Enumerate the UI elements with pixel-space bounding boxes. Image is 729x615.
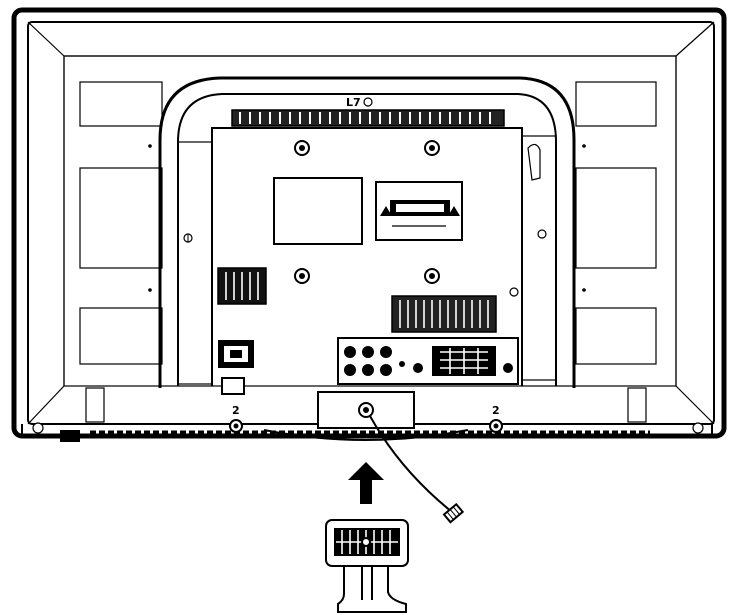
side-connector-block <box>217 267 267 305</box>
left-foot-block <box>85 387 105 423</box>
tv-bevel-inner <box>63 55 677 387</box>
left-side-bracket <box>177 141 213 385</box>
stand-neck-mount: 2 2 <box>229 391 503 441</box>
power-socket <box>218 340 254 368</box>
bottom-left-screw-icon <box>32 422 44 434</box>
power-switch <box>221 377 245 395</box>
right-bracket-screw-icon <box>537 229 547 239</box>
vga-port <box>432 346 496 376</box>
neck-base-curve <box>263 429 469 441</box>
warning-triangle-icon <box>380 206 392 216</box>
blank-label-area <box>273 177 363 245</box>
stand-assembly <box>325 519 409 613</box>
right-side-bracket <box>509 135 557 381</box>
av-jack-icon <box>362 346 374 358</box>
top-marker-label: L7 <box>346 96 361 109</box>
top-screw-icon <box>363 97 373 107</box>
av-jack-icon <box>380 346 392 358</box>
av-jack-icon <box>344 364 356 376</box>
warning-triangle-icon <box>448 206 460 216</box>
bottom-right-screw-icon <box>692 422 704 434</box>
central-housing: L7 <box>158 76 576 395</box>
scart-connector-strip <box>391 295 497 333</box>
av-jack-icon <box>503 363 513 373</box>
warning-label-plate <box>375 181 463 241</box>
screw-marker-left-label: 2 <box>232 404 240 417</box>
screw-with-cable <box>369 415 465 524</box>
tv-back-panel <box>11 7 727 442</box>
vesa-mount-screws <box>294 140 440 284</box>
bottom-left-knob <box>60 430 80 442</box>
insert-arrow-icon <box>348 462 384 504</box>
av-jack-icon <box>413 363 423 373</box>
housing-outer-arch <box>158 76 576 388</box>
av-jack-icon <box>362 364 374 376</box>
top-vent-grille <box>231 109 505 127</box>
housing-inner-arch <box>177 93 557 386</box>
av-jack-icon <box>380 364 392 376</box>
tv-bottom-lip <box>21 424 713 437</box>
av-jack-icon <box>344 346 356 358</box>
stand-neck-top <box>325 519 409 567</box>
io-panel <box>337 337 519 385</box>
side-screw-icon <box>509 287 519 297</box>
left-rib-panels <box>79 81 163 365</box>
right-rib-panels <box>575 81 657 365</box>
screw-marker-right-label: 2 <box>492 404 500 417</box>
right-foot-block <box>627 387 647 423</box>
